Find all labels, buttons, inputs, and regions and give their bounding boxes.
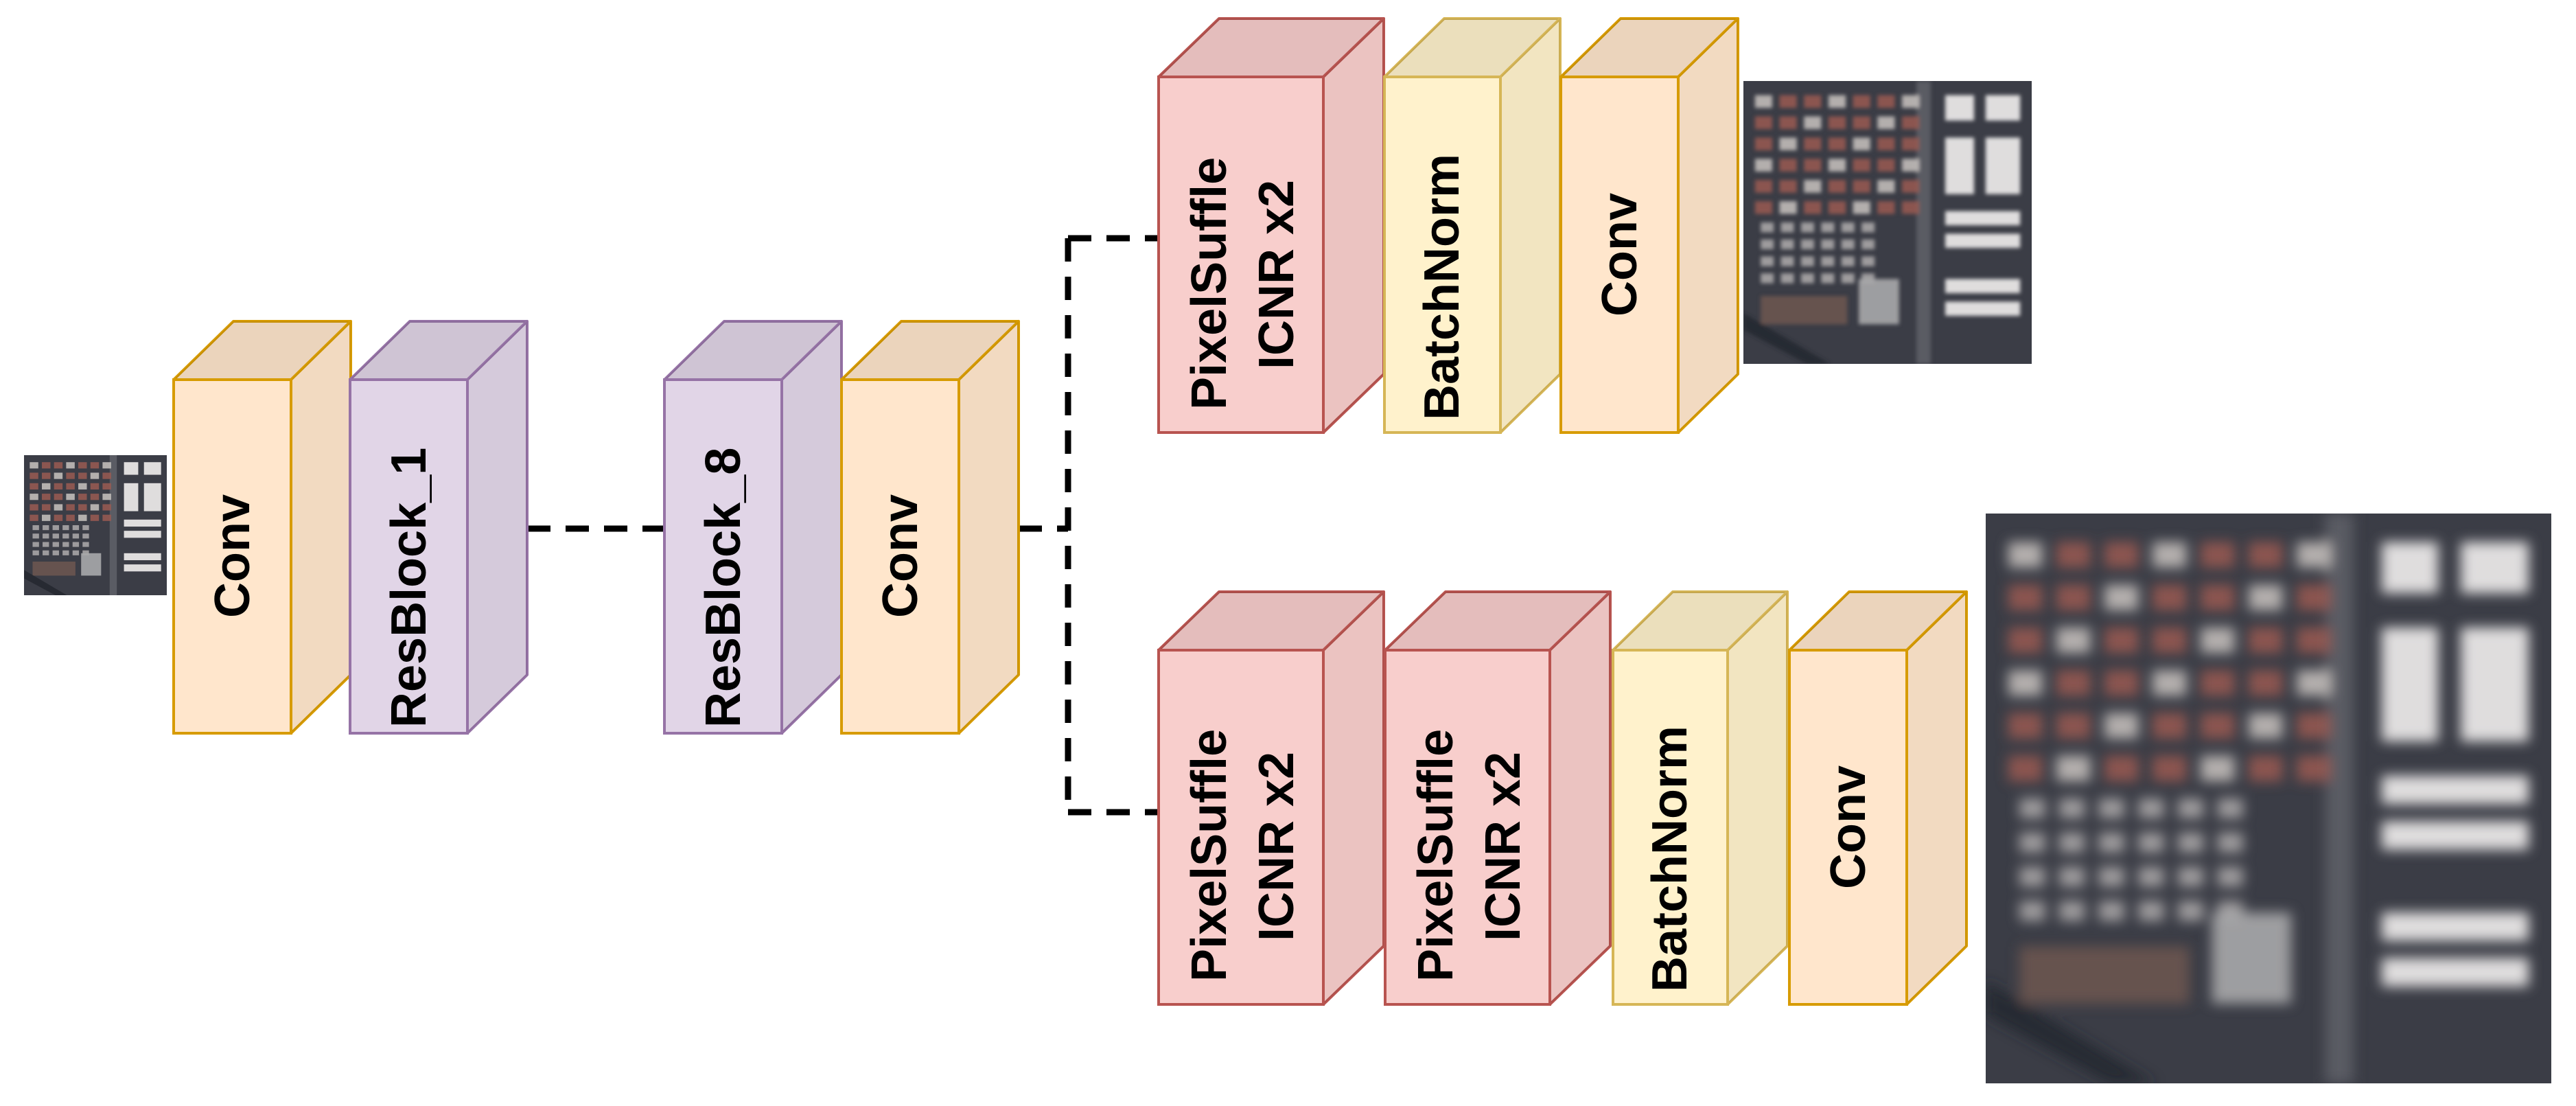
block-top-shade — [174, 321, 351, 380]
block-label-line1: PixelSuffle — [1182, 729, 1237, 982]
block-label-line2: ICNR x2 — [1249, 180, 1304, 369]
block-label-line1: PixelSuffle — [1182, 157, 1237, 410]
output-x4-satellite-image — [1986, 514, 2551, 1083]
block-front-face — [1157, 76, 1325, 434]
block-front-face — [663, 378, 783, 735]
block-side-shade — [1907, 592, 1966, 1004]
connectors — [527, 235, 1159, 816]
block-side-shade — [1550, 592, 1610, 1004]
resblock-1: ResBlock_1 — [349, 320, 529, 735]
conv-block-x4: Conv — [1788, 590, 1968, 1006]
block-side-shade — [1323, 592, 1384, 1004]
block-label-line1: PixelSuffle — [1408, 729, 1463, 982]
block-label: BatchNorm — [1415, 154, 1470, 420]
block-side-shade — [782, 321, 842, 733]
block-side-shade — [1728, 592, 1787, 1004]
block-top-shade — [842, 321, 1019, 380]
block-top-shade — [1159, 592, 1384, 650]
block-top-shade — [350, 321, 527, 380]
block-top-shade — [1159, 19, 1384, 77]
conv-block-x2: Conv — [1559, 17, 1739, 434]
block-label: Conv — [873, 494, 928, 618]
block-label: BatchNorm — [1643, 726, 1697, 992]
block-front-face — [349, 378, 469, 735]
input-satellite-image — [24, 455, 167, 595]
block-front-face — [1612, 649, 1729, 1006]
batchnorm-block-x4: BatchNorm — [1612, 590, 1789, 1006]
batchnorm-block-x2: BatchNorm — [1383, 17, 1562, 434]
block-top-shade — [664, 321, 842, 380]
pixelshuffle-block-x4-a: PixelSuffle ICNR x2 — [1157, 590, 1385, 1006]
block-label: ResBlock_1 — [382, 448, 437, 728]
block-side-shade — [467, 321, 527, 733]
block-side-shade — [959, 321, 1019, 733]
block-label: Conv — [1821, 765, 1876, 889]
block-top-shade — [1385, 592, 1610, 650]
resblock-8: ResBlock_8 — [663, 320, 843, 735]
block-side-shade — [1678, 19, 1738, 433]
block-label: Conv — [205, 494, 260, 618]
block-side-shade — [291, 321, 351, 733]
block-label: Conv — [1592, 193, 1647, 316]
block-front-face — [1157, 649, 1325, 1006]
block-label-line2: ICNR x2 — [1249, 752, 1304, 941]
block-front-face — [172, 378, 292, 735]
conv-block-input: Conv — [172, 320, 352, 735]
block-top-shade — [1789, 592, 1966, 650]
pixelshuffle-block-x4-b: PixelSuffle ICNR x2 — [1384, 590, 1612, 1006]
output-x2-satellite-image — [1743, 81, 2032, 364]
block-front-face — [1788, 649, 1908, 1006]
conv-block-trunk-out: Conv — [840, 320, 1020, 735]
block-top-shade — [1384, 19, 1560, 77]
block-top-shade — [1613, 592, 1787, 650]
block-front-face — [1384, 649, 1551, 1006]
block-front-face — [840, 378, 960, 735]
block-top-shade — [1561, 19, 1738, 77]
block-front-face — [1383, 76, 1502, 434]
block-label-line2: ICNR x2 — [1476, 752, 1531, 941]
block-side-shade — [1500, 19, 1560, 433]
block-side-shade — [1323, 19, 1384, 433]
pixelshuffle-block-x2: PixelSuffle ICNR x2 — [1157, 17, 1385, 434]
block-label: ResBlock_8 — [696, 448, 751, 728]
block-front-face — [1559, 76, 1680, 434]
